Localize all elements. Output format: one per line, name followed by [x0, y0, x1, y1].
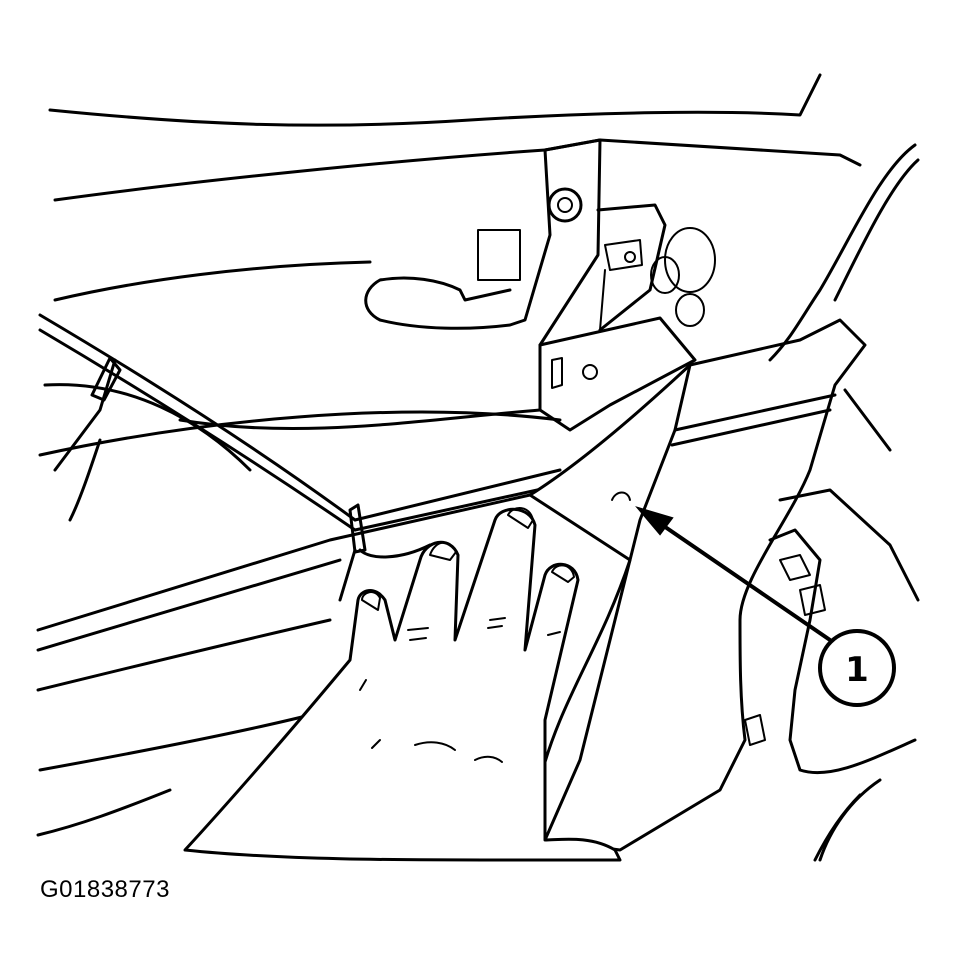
floor-panel	[36, 408, 562, 837]
door-pillar	[744, 143, 920, 862]
technician-hand	[183, 507, 622, 862]
mounting-bracket	[364, 138, 716, 347]
trim-panel	[528, 318, 867, 852]
callout-circle	[818, 629, 896, 707]
upper-panel	[48, 73, 862, 302]
wiring-harness	[38, 313, 562, 602]
callout-1: 1	[818, 629, 896, 707]
callout-label: 1	[845, 650, 869, 690]
figure-id-label: G01838773	[40, 876, 170, 903]
callout-leader-arrow	[635, 506, 832, 642]
